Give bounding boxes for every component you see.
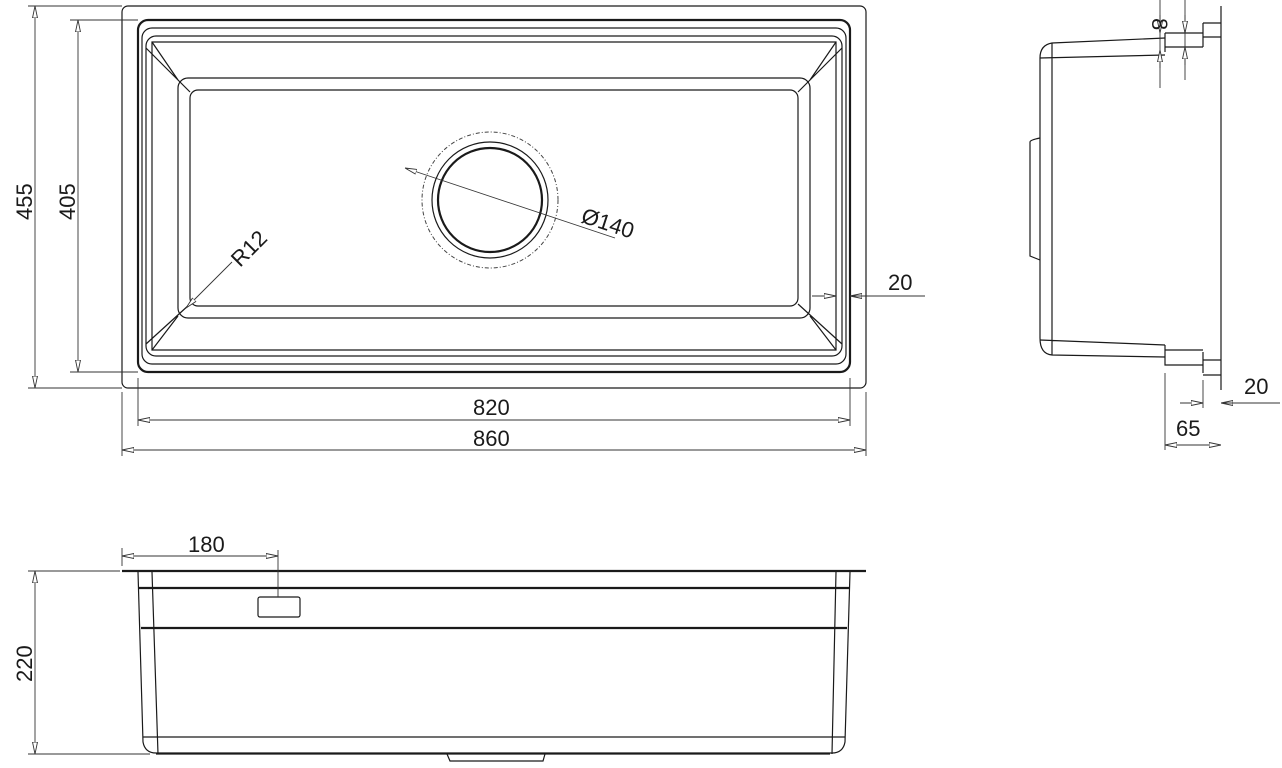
side-view: 8 20 65: [1029, 0, 1280, 450]
lip-thickness-label: 8: [1147, 18, 1172, 30]
bowl-depth-label: 405: [55, 183, 80, 220]
basin-outline: [177, 77, 811, 319]
overall-depth-label: 455: [12, 183, 37, 220]
drain-dim-line: [405, 168, 616, 239]
top-view: Ø140 R12 20 820 860 455 405: [12, 5, 925, 456]
drain-hole: [421, 131, 559, 269]
drain-outlet: [446, 753, 546, 762]
flange-outline: [136, 18, 852, 374]
overall-width-label: 860: [473, 426, 510, 451]
flange-width-label: 20: [888, 270, 912, 295]
overflow-slot: [257, 596, 301, 618]
front-view: 180 220: [12, 532, 866, 762]
corner-radius-label: R12: [226, 225, 272, 271]
bowl-width-label: 820: [473, 395, 510, 420]
side-flange-label: 20: [1244, 374, 1268, 399]
height-label: 220: [12, 645, 37, 682]
overflow-offset-label: 180: [188, 532, 225, 557]
step-width-label: 65: [1176, 416, 1200, 441]
drain-diameter-label: Ø140: [578, 203, 637, 243]
outer-outline: [121, 5, 867, 389]
